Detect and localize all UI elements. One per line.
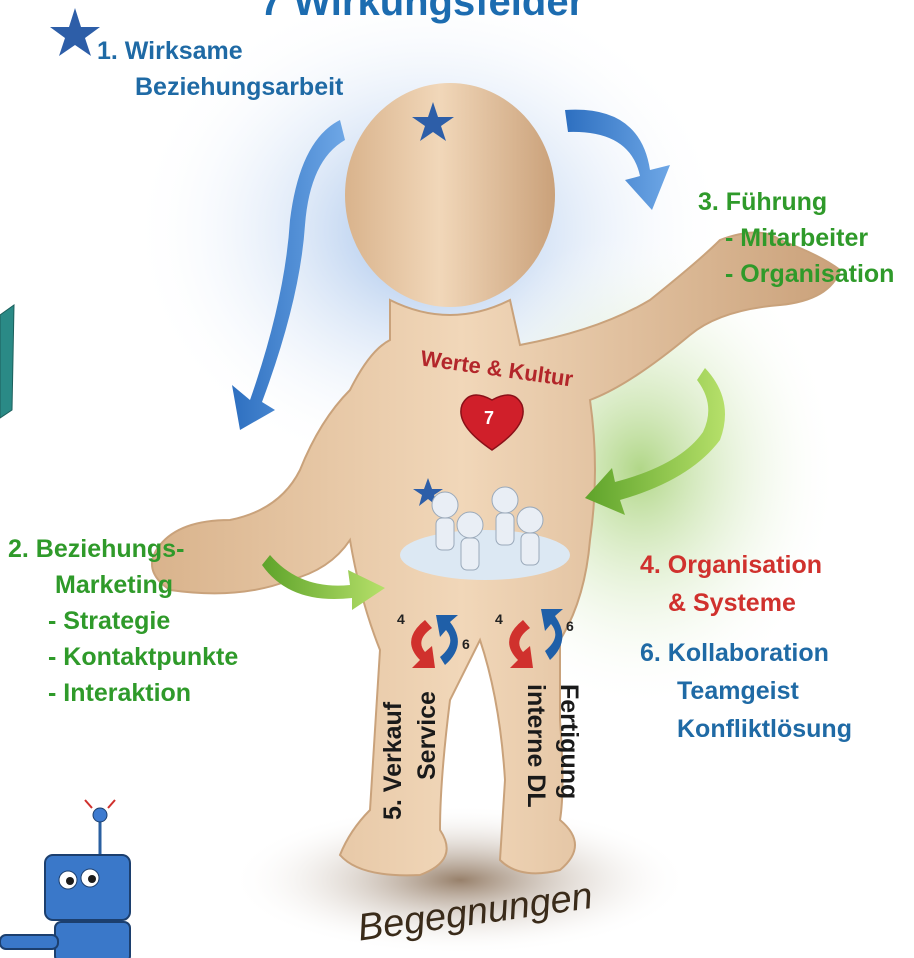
- field6-line1: 6. Kollaboration: [640, 639, 829, 667]
- leg-right-text2: interne DL: [522, 684, 550, 808]
- field6-line2: Teamgeist: [677, 677, 799, 705]
- star-icon: [413, 478, 443, 506]
- field1-line2: Beziehungsarbeit: [135, 73, 344, 101]
- field2-item: - Interaktion: [48, 679, 192, 707]
- cycle-label: 6: [566, 618, 574, 634]
- cycle-arrow-red: [411, 620, 435, 668]
- heart-icon: [460, 394, 524, 451]
- robot-mascot: [0, 799, 131, 958]
- arrow-green-right: [585, 368, 725, 515]
- field3-line1: 3. Führung: [698, 188, 828, 216]
- field2-item: - Kontaktpunkte: [48, 643, 239, 671]
- field2-line2: Marketing: [55, 571, 174, 599]
- leg-left-text2: Service: [413, 691, 441, 780]
- cycle-arrow-red: [509, 620, 533, 668]
- arrow-green-left: [262, 555, 385, 610]
- team-icon: [400, 486, 570, 580]
- heart-number: 7: [484, 408, 495, 428]
- field3-item: - Mitarbeiter: [725, 224, 869, 252]
- arrow-blue-right: [565, 109, 670, 210]
- cycle-arrow-blue: [436, 615, 458, 665]
- field3-item: - Organisation: [725, 260, 895, 288]
- field2-line1: 2. Beziehungs-: [8, 535, 185, 563]
- field6-line3: Konfliktlösung: [677, 715, 852, 743]
- cycle-label: 6: [462, 636, 470, 652]
- page-title: 7 Wirkungsfelder: [260, 0, 585, 24]
- field2-item: - Strategie: [48, 607, 171, 635]
- leg-left-text1: 5. Verkauf: [379, 701, 407, 820]
- field1-line1: 1. Wirksame: [97, 37, 243, 65]
- cycle-label: 4: [397, 611, 405, 627]
- cycle-label: 4: [495, 611, 503, 627]
- arrow-blue-left: [232, 120, 345, 430]
- field4-line1: 4. Organisation: [640, 551, 822, 579]
- leg-right-text1: Fertigung: [555, 684, 583, 800]
- star-icon: [50, 8, 100, 56]
- cycle-arrow-blue: [541, 609, 563, 660]
- edge-shape: [0, 304, 15, 419]
- star-icon: [412, 102, 454, 141]
- field4-line2: & Systeme: [668, 589, 796, 617]
